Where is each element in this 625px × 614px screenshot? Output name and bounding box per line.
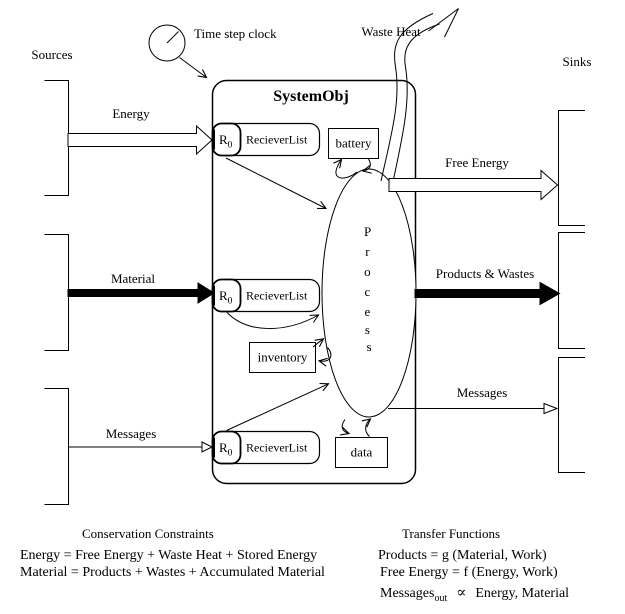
sinks-label: Sinks (563, 54, 592, 69)
process-letter: e (364, 304, 370, 319)
energy-label: Energy (112, 106, 150, 121)
r0-r: R (219, 132, 228, 147)
messages-rest: Energy, Material (475, 586, 570, 601)
receiverlist-label: RecieverList (246, 289, 308, 303)
systemobj-title: SystemObj (273, 88, 349, 105)
r0-label: R0 (219, 132, 233, 151)
receiverlist-label: RecieverList (246, 441, 308, 455)
process-to-data-arrow (340, 419, 351, 436)
inventory-to-process-arrow (312, 338, 325, 348)
data-label: data (351, 445, 373, 460)
transfer-heading: Transfer Functions (402, 526, 501, 541)
process-letter: c (364, 284, 370, 299)
receiver-energy: R0 RecieverList (211, 122, 321, 157)
receiver2-to-process-arrow (226, 312, 320, 329)
process-letter: r (365, 244, 370, 259)
sources-label: Sources (31, 47, 72, 62)
receiver1-to-process-arrow (225, 157, 328, 210)
process-letter: s (365, 322, 370, 337)
clock-hand (166, 31, 179, 44)
sink-bracket-products (558, 232, 585, 349)
source-bracket-messages (44, 388, 69, 505)
sink-bracket-messages (558, 357, 585, 473)
process-label: P r o c e s s (364, 224, 374, 354)
waste-heat-label: Waste Heat (361, 24, 421, 39)
r0-r: R (219, 288, 228, 303)
free-energy-arrow (388, 169, 559, 201)
sink-bracket-free-energy (558, 110, 585, 226)
r0-label: R0 (219, 440, 233, 459)
receiverlist-label: RecieverList (246, 133, 308, 147)
process-letter: s (366, 339, 371, 354)
free-energy-label: Free Energy (445, 155, 509, 170)
receiver-messages: R0 RecieverList (211, 430, 321, 465)
receiver3-to-process-arrow (226, 382, 330, 431)
process-letter: P (364, 224, 371, 239)
battery-label: battery (335, 136, 372, 151)
process-letter: o (364, 264, 371, 279)
messages-base: Messages (380, 586, 435, 601)
process-to-inventory-arrow (317, 347, 332, 367)
clock-arrow (179, 57, 208, 79)
inventory-box (249, 342, 316, 373)
products-wastes-label: Products & Wastes (436, 266, 534, 281)
r0-r: R (219, 440, 228, 455)
material-arrow (67, 282, 215, 304)
conservation-heading: Conservation Constraints (82, 526, 214, 541)
battery-box (328, 128, 379, 159)
r0-sub: 0 (228, 297, 233, 307)
data-to-process-arrow (361, 418, 372, 437)
waste-heat-line-left (380, 13, 434, 182)
messages-in-label: Messages (106, 426, 157, 441)
products-wastes-arrow (414, 281, 561, 306)
conservation-line-energy: Energy = Free Energy + Waste Heat + Stor… (20, 548, 318, 563)
process-to-battery-arrow (333, 158, 358, 179)
battery-to-process-arrow (361, 158, 372, 174)
waste-heat-arrow (380, 8, 459, 185)
waste-heat-arrowhead (428, 8, 459, 38)
clock-label: Time step clock (194, 26, 277, 41)
transfer-line-products: Products = g (Material, Work) (378, 548, 547, 563)
transfer-line-free-energy: Free Energy = f (Energy, Work) (380, 565, 558, 580)
receiver-material: R0 RecieverList (211, 278, 321, 313)
waste-heat-line-right (392, 23, 440, 185)
inventory-label: inventory (258, 350, 308, 365)
proportional-symbol: ∝ (456, 585, 467, 601)
r0-sub: 0 (228, 449, 233, 459)
source-bracket-material (44, 234, 69, 351)
r0-label: R0 (219, 288, 233, 307)
material-label: Material (111, 271, 155, 286)
messages-out-arrow (388, 402, 559, 415)
messages-out-label: Messages (457, 385, 508, 400)
conservation-line-material: Material = Products + Wastes + Accumulat… (20, 565, 325, 580)
source-bracket-energy (44, 80, 69, 196)
energy-arrow (67, 124, 213, 156)
messages-sub: out (434, 592, 448, 604)
transfer-line-messages: Messagesout ∝ Energy, Material (380, 583, 569, 604)
r0-sub: 0 (228, 141, 233, 151)
data-box (335, 437, 388, 468)
messages-in-arrow (68, 441, 214, 453)
